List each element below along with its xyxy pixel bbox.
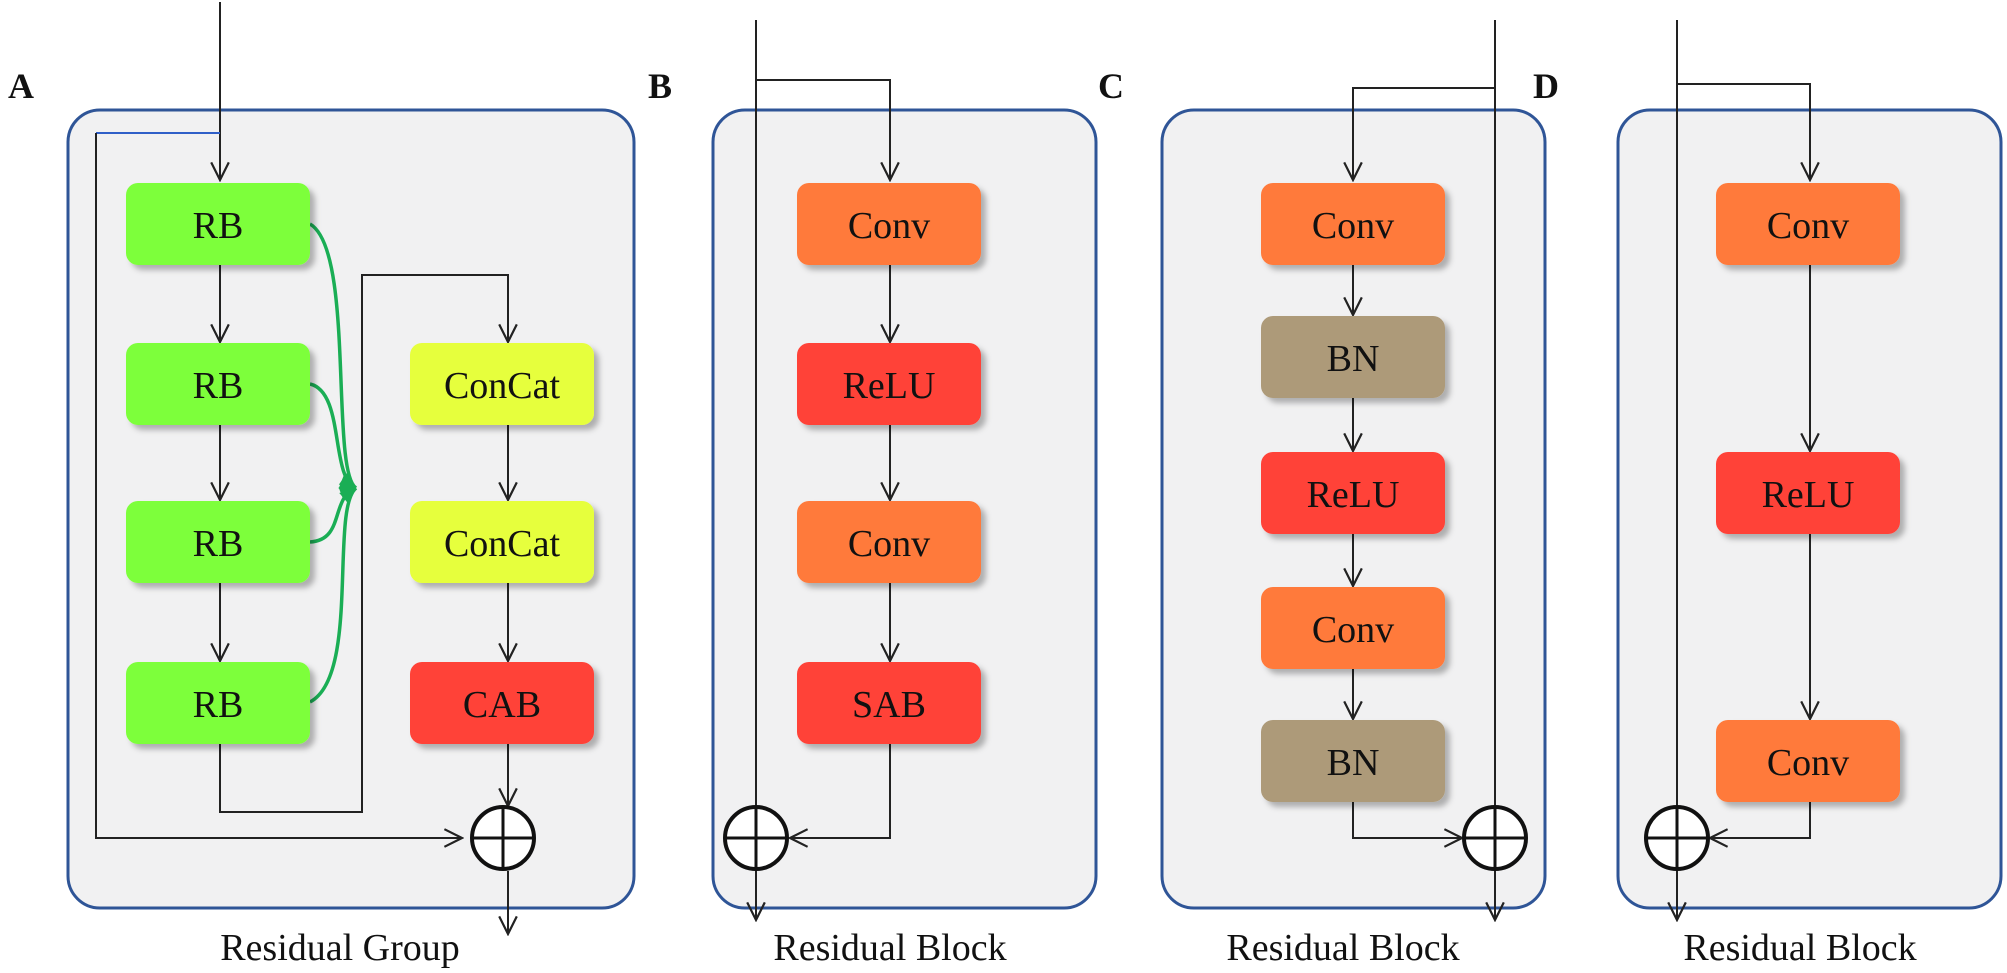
input-branch-d — [1677, 83, 1810, 180]
panel-letter-c: C — [1098, 66, 1124, 106]
rb-label: RB — [193, 205, 244, 247]
conv-block-c-2: Conv — [1261, 587, 1445, 669]
rb-label: RB — [193, 684, 244, 726]
residual-block-caption-d: Residual Block — [1683, 927, 1916, 969]
conv-block-d-1: Conv — [1716, 183, 1900, 265]
conv-label: Conv — [848, 523, 930, 565]
rb-block-4: RB — [126, 662, 310, 744]
panel-letter-b: B — [648, 66, 672, 106]
elementwise-sum-d — [1644, 805, 1710, 871]
conv-to-sum-wire — [1710, 802, 1811, 838]
panel-b: B Residual Block Conv ReLU Conv SAB — [648, 20, 1098, 969]
sab-label: SAB — [852, 684, 926, 726]
residual-block-caption-c: Residual Block — [1226, 927, 1459, 969]
bn-label: BN — [1327, 742, 1380, 784]
conv-block-c-1: Conv — [1261, 183, 1445, 265]
sab-block: SAB — [797, 662, 981, 744]
dense-link-2 — [309, 382, 357, 490]
relu-label: ReLU — [1307, 474, 1400, 516]
bn-to-sum-wire — [1352, 802, 1462, 838]
dense-link-4 — [309, 486, 358, 704]
conv-label: Conv — [1767, 742, 1849, 784]
panel-letter-d: D — [1533, 66, 1559, 106]
conv-label: Conv — [1312, 609, 1394, 651]
sab-to-sum-wire — [790, 744, 891, 838]
concat-block-2: ConCat — [410, 501, 594, 583]
rb-label: RB — [193, 523, 244, 565]
bn-label: BN — [1327, 338, 1380, 380]
relu-block-b: ReLU — [797, 343, 981, 425]
relu-label: ReLU — [843, 365, 936, 407]
panel-d: D Residual Block Conv ReLU Conv — [1533, 20, 2003, 969]
rb-block-3: RB — [126, 501, 310, 583]
relu-label: ReLU — [1762, 474, 1855, 516]
rb-to-concat-wire — [219, 274, 508, 813]
rb-label: RB — [193, 365, 244, 407]
input-branch-c — [1353, 87, 1495, 180]
relu-block-d: ReLU — [1716, 452, 1900, 534]
conv-block-b-2: Conv — [797, 501, 981, 583]
concat-label: ConCat — [444, 523, 561, 565]
rb-block-1: RB — [126, 183, 310, 265]
dense-link-1 — [308, 222, 358, 490]
relu-block-c: ReLU — [1261, 452, 1445, 534]
rb-block-2: RB — [126, 343, 310, 425]
conv-label: Conv — [1767, 205, 1849, 247]
residual-block-caption-b: Residual Block — [773, 927, 1006, 969]
bn-block-c-2: BN — [1261, 720, 1445, 802]
concat-label: ConCat — [444, 365, 561, 407]
conv-label: Conv — [848, 205, 930, 247]
conv-block-b-1: Conv — [797, 183, 981, 265]
elementwise-sum-a — [470, 805, 536, 871]
panel-c: C Residual Block Conv BN ReLU Conv BN — [1098, 20, 1547, 969]
cab-block: CAB — [410, 662, 594, 744]
elementwise-sum-c — [1462, 805, 1528, 871]
conv-label: Conv — [1312, 205, 1394, 247]
concat-block-1: ConCat — [410, 343, 594, 425]
residual-group-caption: Residual Group — [220, 927, 460, 969]
panel-a: A Residual Group RB RB RB — [8, 2, 636, 969]
elementwise-sum-b — [723, 805, 789, 871]
bn-block-c-1: BN — [1261, 316, 1445, 398]
cab-label: CAB — [463, 684, 541, 726]
panel-letter-a: A — [8, 66, 34, 106]
group-skip-connection — [95, 133, 462, 838]
conv-block-d-2: Conv — [1716, 720, 1900, 802]
input-branch-b — [756, 79, 890, 180]
